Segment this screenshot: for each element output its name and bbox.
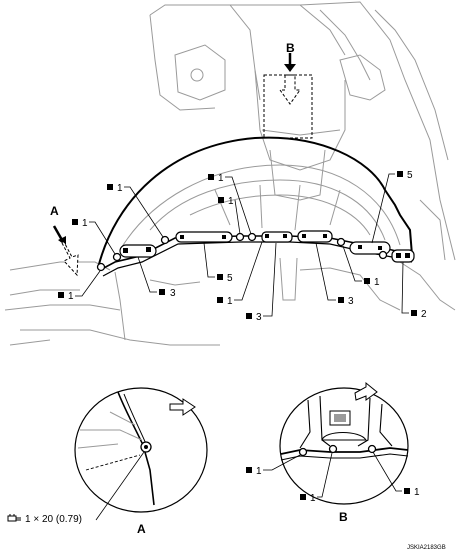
clip (96, 262, 106, 272)
view-arrow-b: B (263, 41, 313, 139)
callout-1: 1 (228, 196, 234, 207)
callout-1: 1 (374, 277, 380, 288)
callout-5: 5 (407, 170, 413, 181)
bracket-3-right (297, 230, 333, 243)
clip-icon (367, 444, 377, 454)
callout-5: 5 (227, 273, 233, 284)
callout-1: 1 (68, 291, 74, 302)
detail-view-b: B 1 1 1 (246, 381, 420, 524)
detail-b-label: B (339, 510, 348, 524)
vehicle-body-outline (4, 1, 456, 346)
clip (235, 232, 245, 242)
callout-1: 1 (414, 487, 420, 498)
clip (112, 252, 122, 262)
view-arrow-a-label: A (50, 204, 59, 218)
clip-icon (328, 444, 338, 454)
clips (96, 232, 388, 272)
view-arrow-b-label: B (286, 41, 295, 55)
callout-1: 1 (227, 296, 233, 307)
view-arrow-a: A (50, 204, 79, 277)
callout-1: 1 (218, 173, 224, 184)
callout-3: 3 (348, 296, 354, 307)
detail-view-a: A (74, 387, 208, 536)
screwdriver-icon (7, 514, 21, 522)
callout-3: 3 (256, 312, 262, 323)
callouts: 1 1 1 1 1 3 5 1 3 3 (58, 170, 427, 323)
callout-1: 1 (256, 466, 262, 477)
callout-2: 2 (421, 309, 427, 320)
callout-1: 1 (310, 493, 316, 504)
fender-protector (97, 136, 415, 277)
bracket-5-center (175, 231, 233, 243)
detail-a-label: A (137, 522, 146, 536)
screw-size-note: 1 × 20 (0.79) (7, 514, 82, 525)
clip-icon (298, 447, 308, 457)
screw-size-text: 1 × 20 (0.79) (25, 514, 82, 525)
clip (160, 235, 170, 245)
fastener-points (123, 234, 410, 258)
clip (247, 232, 257, 242)
bracket-2 (391, 249, 415, 263)
callout-1: 1 (82, 218, 88, 229)
figure-code: JSKIA2183GB (407, 545, 446, 551)
callout-3: 3 (170, 288, 176, 299)
clip (336, 237, 346, 247)
clip (378, 250, 388, 260)
callout-1: 1 (117, 183, 123, 194)
